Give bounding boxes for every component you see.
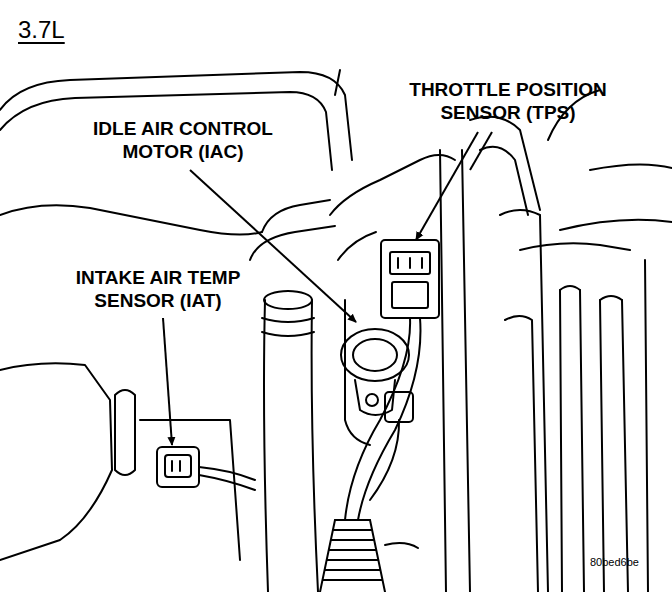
part-label: INTAKE AIR TEMP SENSOR (IAT): [52, 266, 264, 312]
part-label: IDLE AIR CONTROL MOTOR (IAC): [65, 117, 301, 163]
part-label: THROTTLE POSITION SENSOR (TPS): [380, 78, 636, 124]
diagram-title: 3.7L: [18, 16, 65, 44]
leader-line: [416, 132, 478, 240]
leader-line: [163, 318, 172, 445]
figure-code: 80bed6be: [590, 556, 639, 568]
leader-line: [470, 132, 492, 170]
